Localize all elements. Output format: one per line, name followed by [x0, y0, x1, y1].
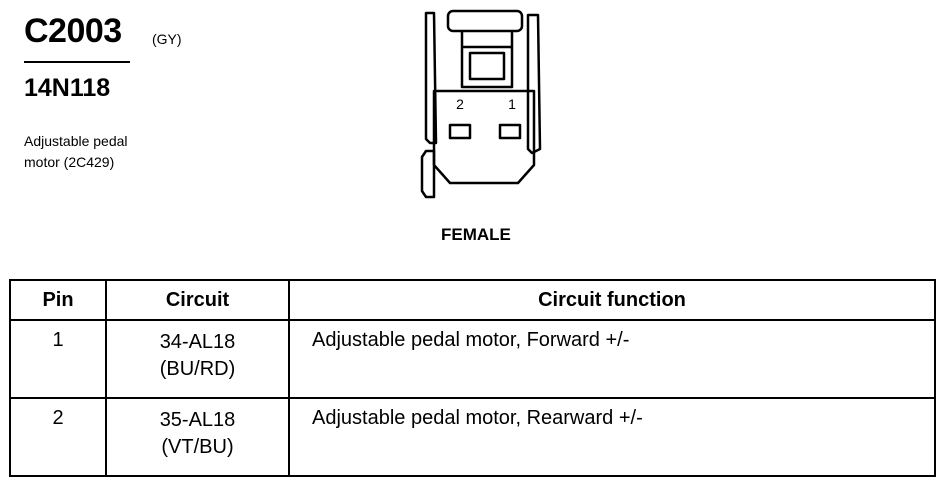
- table-row: 1 34-AL18 (BU/RD) Adjustable pedal motor…: [9, 319, 936, 399]
- header-pin: Pin: [9, 279, 107, 321]
- circuit-cell: 34-AL18 (BU/RD): [105, 319, 290, 399]
- connector-description: Adjustable pedal motor (2C429): [24, 131, 128, 173]
- pin-cell: 1: [9, 319, 107, 399]
- left-lock-tab: [420, 149, 436, 199]
- table-header-row: Pin Circuit Circuit function: [9, 279, 936, 321]
- circuit-number: 34-AL18: [159, 331, 236, 353]
- connector-gender-label: FEMALE: [441, 225, 511, 244]
- connector-id: C2003: [24, 12, 122, 50]
- header-circuit: Circuit: [105, 279, 290, 321]
- circuit-wire-color: (VT/BU): [161, 436, 234, 458]
- pinout-table: Pin Circuit Circuit function 1 34-AL18 (…: [9, 279, 936, 477]
- pin-cell: 2: [9, 397, 107, 477]
- pin-label-2: 2: [456, 96, 464, 112]
- description-line: motor (2C429): [24, 154, 115, 170]
- table-row: 2 35-AL18 (VT/BU) Adjustable pedal motor…: [9, 397, 936, 477]
- pin-value: 1: [52, 329, 64, 351]
- function-value: Adjustable pedal motor, Rearward +/-: [312, 407, 643, 429]
- pin-label-1: 1: [508, 96, 516, 112]
- circuit-number: 35-AL18: [159, 409, 236, 431]
- connector-face-diagram: 2 1: [420, 9, 542, 199]
- header-circuit-function: Circuit function: [288, 279, 936, 321]
- pin-cavity-1: [498, 123, 522, 140]
- color-code: (GY): [152, 31, 182, 47]
- function-cell: Adjustable pedal motor, Rearward +/-: [288, 397, 936, 477]
- pin-value: 2: [52, 407, 64, 429]
- header-rule: [24, 61, 130, 63]
- circuit-wire-color: (BU/RD): [159, 358, 236, 380]
- function-value: Adjustable pedal motor, Forward +/-: [312, 329, 630, 351]
- circuit-cell: 35-AL18 (VT/BU): [105, 397, 290, 477]
- description-line: Adjustable pedal: [24, 133, 128, 149]
- top-locking-clip: [446, 9, 524, 33]
- clip-lever: [460, 31, 514, 89]
- connector-housing: [432, 89, 536, 185]
- clip-window: [468, 51, 506, 81]
- function-cell: Adjustable pedal motor, Forward +/-: [288, 319, 936, 399]
- pin-cavity-2: [448, 123, 472, 140]
- right-latch-arm: [526, 13, 542, 155]
- part-number: 14N118: [24, 74, 111, 102]
